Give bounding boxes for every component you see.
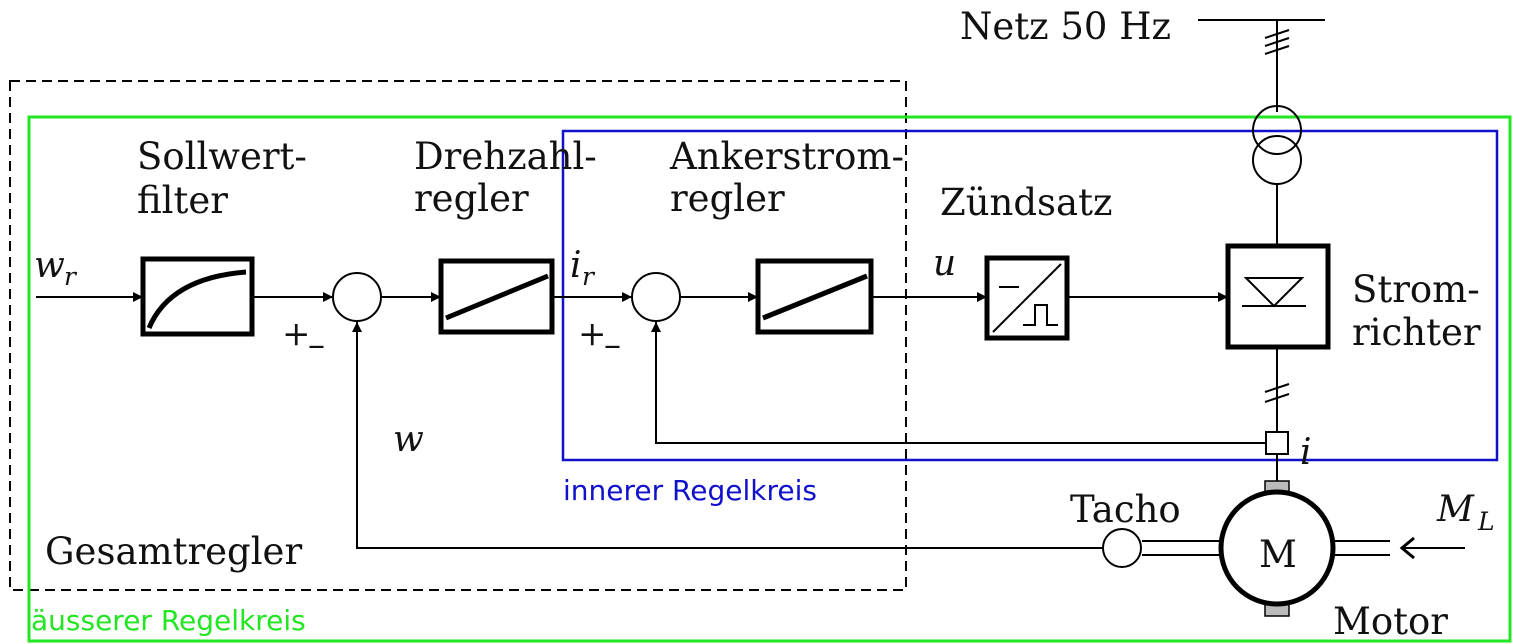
- signal-wr-label: w r: [34, 245, 78, 291]
- sum2-plus-sign: +: [578, 314, 607, 354]
- svg-text:r: r: [64, 262, 78, 291]
- signal-w-label: w: [393, 419, 424, 460]
- gesamtregler-label: Gesamtregler: [45, 530, 302, 573]
- mains-label: Netz 50 Hz: [960, 5, 1171, 48]
- thyristor-icon: [1242, 277, 1306, 308]
- current-sensor: [1265, 431, 1289, 455]
- drehzahlregler-label: Drehzahl- regler: [414, 135, 609, 220]
- speed-feedback-line: [352, 322, 1103, 549]
- dc-tick-marks: [1264, 383, 1290, 403]
- sum2-minus-sign: –: [604, 325, 621, 365]
- transformer-secondary-winding: [1252, 135, 1302, 185]
- sum-junction-speed: [332, 272, 382, 322]
- load-torque-label: M L: [1436, 489, 1495, 536]
- tacho-circle: [1102, 528, 1142, 568]
- svg-text:i: i: [570, 245, 582, 286]
- ankerstromregler-gain-icon: [762, 273, 868, 321]
- signal-u-label: u: [933, 243, 956, 284]
- stromrichter-block: [1225, 243, 1331, 350]
- svg-text:r: r: [582, 262, 596, 291]
- transformer-primary-winding: [1252, 105, 1302, 155]
- sum-junction-current: [631, 272, 681, 322]
- ankerstromregler-label: Ankerstrom- regler: [669, 135, 916, 220]
- svg-text:w: w: [34, 245, 65, 286]
- motor-circle: [1218, 489, 1336, 607]
- sollwertfilter-block: [140, 256, 255, 337]
- tacho-label: Tacho: [1070, 488, 1181, 531]
- svg-text:M: M: [1436, 489, 1475, 530]
- outer-loop-label: äusserer Regelkreis: [31, 604, 306, 637]
- motor-label: Motor: [1333, 600, 1448, 643]
- inner-loop-frame: [561, 129, 1499, 462]
- stromrichter-label: Strom- richter: [1352, 268, 1492, 354]
- three-phase-tick-marks: [1264, 29, 1290, 55]
- gesamtregler-frame: [9, 80, 907, 591]
- drehzahlregler-gain-icon: [445, 273, 549, 321]
- sum1-minus-sign: –: [308, 325, 325, 365]
- zuendsatz-label: Zündsatz: [940, 181, 1112, 224]
- pt1-step-response-icon: [146, 269, 247, 329]
- motor-right-shaft: [1333, 540, 1390, 556]
- load-torque-arrowhead: [1399, 536, 1415, 560]
- svg-text:L: L: [1477, 507, 1495, 536]
- signal-ir-label: i r: [570, 245, 596, 291]
- motor-symbol-label: M: [1259, 533, 1297, 576]
- current-feedback-line: [651, 322, 1266, 444]
- tacho-shaft: [1142, 540, 1221, 556]
- sum1-plus-sign: +: [282, 314, 311, 354]
- signal-i-label: i: [1300, 432, 1312, 473]
- pulse-converter-icon: [992, 263, 1062, 333]
- sollwertfilter-label: Sollwert- filter: [137, 135, 319, 222]
- outer-loop-frame: [27, 115, 1512, 643]
- inner-loop-label: innerer Regelkreis: [563, 474, 817, 507]
